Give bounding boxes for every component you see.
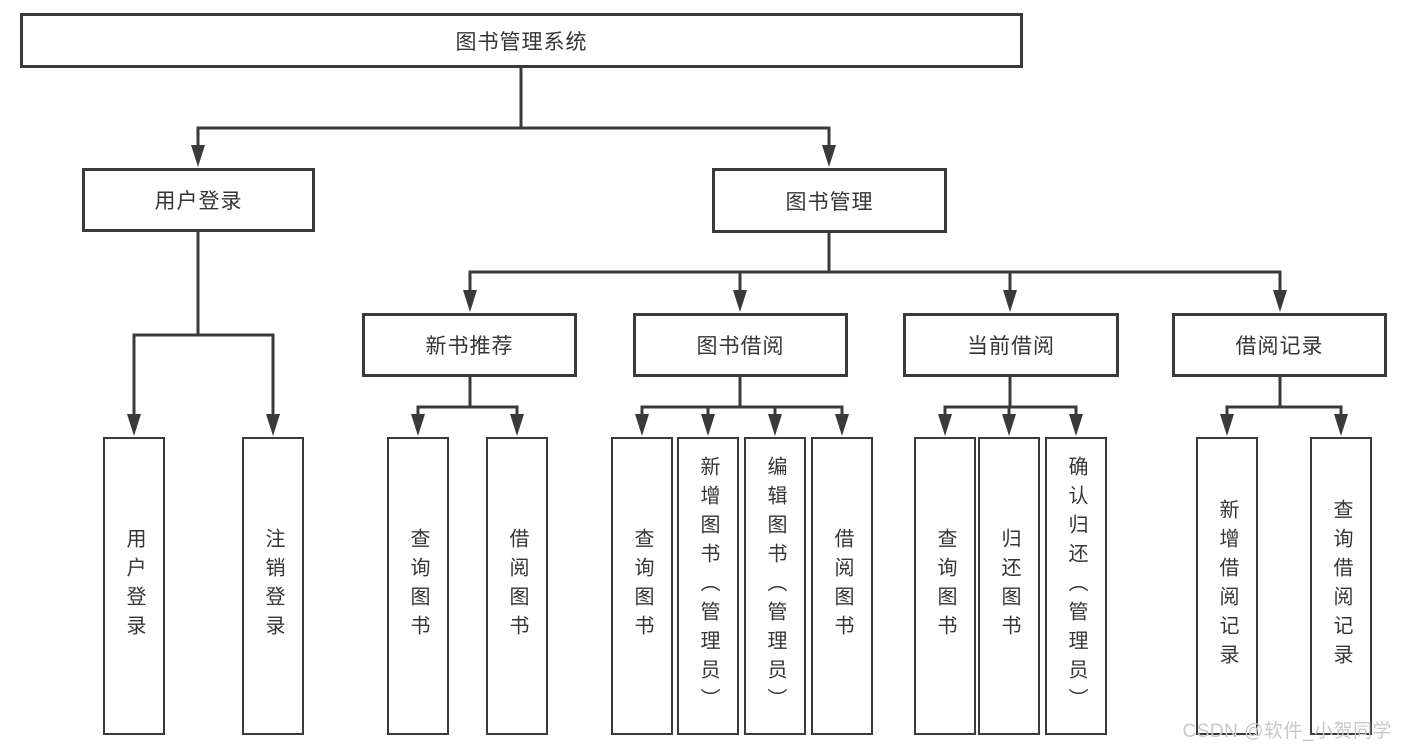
leaf-user-login: 用户登录: [103, 437, 165, 735]
node-book-borrowing: 图书借阅: [633, 313, 848, 377]
leaf-record-add-borrow-record: 新增借阅记录: [1196, 437, 1258, 735]
leaf-borrow-query-books: 查询图书: [611, 437, 673, 735]
leaf-borrow-add-books-admin: 新增图书（管理员）: [677, 437, 739, 735]
connector-book-borrow-to-leaves: [635, 377, 849, 436]
node-borrowing-records: 借阅记录: [1172, 313, 1387, 377]
leaf-current-return-books: 归还图书: [978, 437, 1040, 735]
watermark: CSDN @软件_小贺同学: [1182, 721, 1392, 742]
leaf-borrow-borrow-books: 借阅图书: [811, 437, 873, 735]
node-user-login: 用户登录: [82, 168, 315, 232]
leaf-borrow-edit-books-admin: 编辑图书（管理员）: [744, 437, 806, 735]
node-new-book-recommendation: 新书推荐: [362, 313, 577, 377]
leaf-logout: 注销登录: [242, 437, 304, 735]
connector-user-login-to-leaves: [127, 232, 280, 436]
node-book-management: 图书管理: [712, 168, 947, 233]
leaf-newbook-borrow-books: 借阅图书: [486, 437, 548, 735]
leaf-current-confirm-return-admin: 确认归还（管理员）: [1045, 437, 1107, 735]
connector-new-book-to-leaves: [411, 377, 524, 436]
connector-borrow-records-to-leaves: [1220, 377, 1348, 436]
leaf-newbook-query-books: 查询图书: [387, 437, 449, 735]
connector-book-management-to-level3: [463, 233, 1287, 312]
connector-current-borrow-to-leaves: [938, 377, 1083, 436]
connector-root-to-level2: [191, 68, 836, 167]
node-current-borrowing: 当前借阅: [903, 313, 1119, 377]
leaf-record-query-borrow-record: 查询借阅记录: [1310, 437, 1372, 735]
leaf-current-query-books: 查询图书: [914, 437, 976, 735]
node-root: 图书管理系统: [20, 13, 1023, 68]
